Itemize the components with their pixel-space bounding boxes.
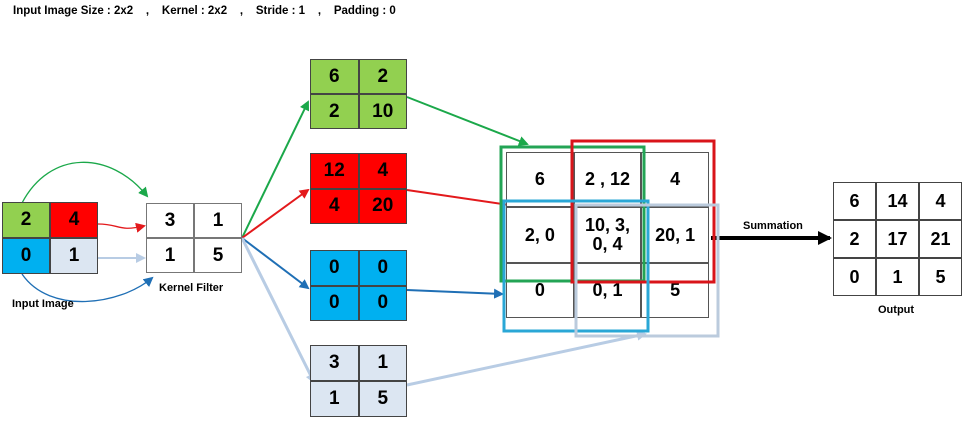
product-cell: 6 bbox=[310, 59, 359, 94]
product-cell: 2 bbox=[358, 59, 407, 94]
product-cell: 10 bbox=[358, 94, 407, 129]
product-cell: 1 bbox=[310, 381, 359, 417]
overlap-cell: 5 bbox=[641, 262, 709, 318]
product-grid-green: 6 2 2 10 bbox=[310, 59, 407, 129]
arrow-product-light bbox=[406, 330, 647, 387]
product-cell: 3 bbox=[310, 345, 359, 381]
output-cell: 1 bbox=[876, 258, 919, 296]
input-image-label: Input Image bbox=[12, 298, 74, 310]
product-grid-blue: 0 0 0 0 bbox=[310, 250, 407, 321]
product-cell: 5 bbox=[358, 381, 407, 417]
input-cell: 2 bbox=[2, 202, 50, 238]
input-cell: 0 bbox=[2, 238, 50, 274]
arrow-kernel-green bbox=[241, 100, 310, 239]
parameters-header: Input Image Size : 2x2 , Kernel : 2x2 , … bbox=[13, 5, 396, 17]
product-cell: 1 bbox=[358, 345, 407, 381]
product-cell: 20 bbox=[358, 188, 407, 224]
summation-label: Summation bbox=[743, 220, 803, 232]
output-cell: 5 bbox=[919, 258, 962, 296]
arrow-product-green bbox=[406, 96, 529, 146]
arrow-kernel-blue bbox=[241, 237, 310, 290]
kernel-cell: 5 bbox=[194, 238, 242, 273]
highlight-box-lightblue bbox=[574, 203, 720, 338]
overlap-cell: 2 , 12 bbox=[573, 152, 642, 208]
input-cell: 1 bbox=[50, 238, 98, 274]
product-grid-lightblue: 3 1 1 5 bbox=[310, 345, 407, 417]
product-cell: 0 bbox=[310, 250, 359, 286]
product-cell: 0 bbox=[358, 285, 407, 321]
arrow-kernel-light bbox=[240, 237, 316, 384]
product-cell: 4 bbox=[358, 153, 407, 189]
product-cell: 2 bbox=[310, 94, 359, 129]
product-grid-red: 12 4 4 20 bbox=[310, 153, 407, 224]
arrow-product-blue bbox=[406, 288, 504, 299]
overlap-cell: 0 bbox=[506, 262, 574, 318]
kernel-filter-grid: 3 1 1 5 bbox=[146, 203, 242, 273]
product-cell: 4 bbox=[310, 188, 359, 224]
arrow-input-blue bbox=[21, 273, 154, 303]
output-cell: 21 bbox=[919, 220, 962, 258]
output-cell: 17 bbox=[876, 220, 919, 258]
input-cell: 4 bbox=[50, 202, 98, 238]
overlap-cell: 0, 1 bbox=[573, 262, 642, 318]
highlight-box-red bbox=[570, 139, 716, 284]
output-grid: 6 14 4 2 17 21 0 1 5 bbox=[833, 182, 962, 296]
overlap-cell: 10, 3, 0, 4 bbox=[573, 207, 642, 263]
arrow-input-red bbox=[97, 222, 146, 233]
output-cell: 14 bbox=[876, 182, 919, 220]
input-image-grid: 2 4 0 1 bbox=[2, 202, 98, 274]
kernel-filter-label: Kernel Filter bbox=[159, 282, 224, 294]
product-cell: 0 bbox=[310, 285, 359, 321]
output-label: Output bbox=[878, 304, 915, 316]
output-cell: 4 bbox=[919, 182, 962, 220]
kernel-cell: 3 bbox=[146, 203, 194, 238]
output-cell: 2 bbox=[833, 220, 876, 258]
overlap-cell: 4 bbox=[641, 152, 709, 208]
overlap-cell: 20, 1 bbox=[641, 207, 709, 263]
arrow-kernel-red bbox=[241, 188, 310, 239]
output-cell: 0 bbox=[833, 258, 876, 296]
product-cell: 0 bbox=[358, 250, 407, 286]
kernel-cell: 1 bbox=[146, 238, 194, 273]
overlap-grid: 6 2 , 12 4 2, 0 10, 3, 0, 4 20, 1 0 0, 1… bbox=[506, 152, 709, 318]
product-cell: 12 bbox=[310, 153, 359, 189]
output-cell: 6 bbox=[833, 182, 876, 220]
arrow-input-green bbox=[21, 161, 149, 204]
kernel-cell: 1 bbox=[194, 203, 242, 238]
